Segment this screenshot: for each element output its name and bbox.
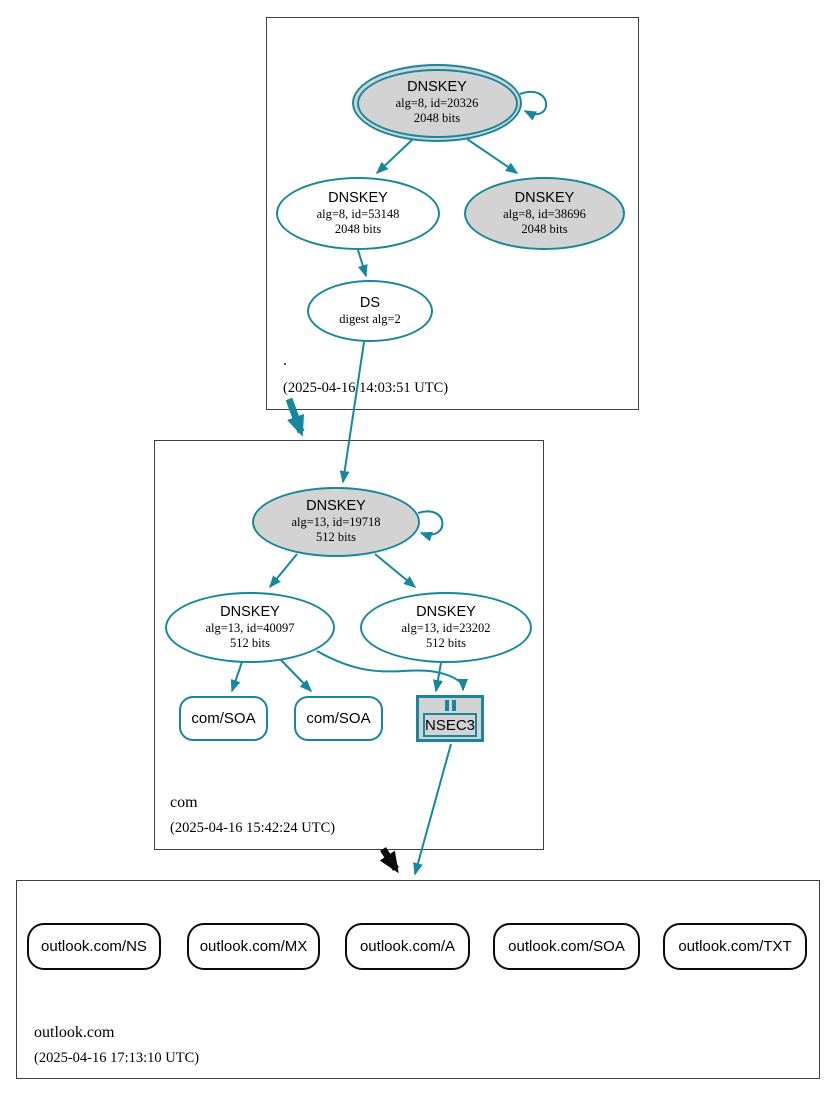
outlook-zone-box xyxy=(16,880,820,1079)
nsec3-label: NSEC3 xyxy=(422,713,478,737)
outlook-txt-node[interactable]: outlook.com/TXT xyxy=(663,923,807,970)
node-title: DNSKEY xyxy=(220,603,280,620)
node-detail: 2048 bits xyxy=(334,221,382,236)
rrset-label: outlook.com/A xyxy=(359,938,456,955)
nsec3-header-row xyxy=(444,700,456,711)
root-zone-label: . xyxy=(283,352,287,369)
rrset-label: outlook.com/SOA xyxy=(508,938,625,955)
outlook-mx-node[interactable]: outlook.com/MX xyxy=(187,923,320,970)
com-dnskey-40097-node[interactable]: DNSKEY alg=13, id=40097 512 bits xyxy=(165,592,335,663)
root-dnskey-20326-node[interactable]: DNSKEY alg=8, id=20326 2048 bits xyxy=(352,64,522,142)
nsec3-header-cell xyxy=(451,700,456,711)
node-detail: alg=13, id=23202 xyxy=(401,620,491,635)
com-soa-node-1[interactable]: com/SOA xyxy=(179,696,268,741)
com-soa-node-2[interactable]: com/SOA xyxy=(294,696,383,741)
node-title: DNSKEY xyxy=(407,79,467,96)
rrset-label: com/SOA xyxy=(191,710,256,727)
node-detail: 512 bits xyxy=(230,635,270,650)
com-dnskey-23202-node[interactable]: DNSKEY alg=13, id=23202 512 bits xyxy=(360,592,532,663)
node-detail: alg=8, id=20326 xyxy=(395,96,479,111)
com-zone-timestamp: (2025-04-16 15:42:24 UTC) xyxy=(170,820,336,836)
node-title: DNSKEY xyxy=(306,498,366,515)
root-dnskey-38696-node[interactable]: DNSKEY alg=8, id=38696 2048 bits xyxy=(464,177,625,250)
rrset-label: outlook.com/TXT xyxy=(678,938,792,955)
outlook-soa-node[interactable]: outlook.com/SOA xyxy=(493,923,640,970)
root-dnskey-53148-node[interactable]: DNSKEY alg=8, id=53148 2048 bits xyxy=(276,177,440,250)
outlook-ns-node[interactable]: outlook.com/NS xyxy=(27,923,161,970)
rrset-label: outlook.com/MX xyxy=(199,938,308,955)
outlook-zone-timestamp: (2025-04-16 17:13:10 UTC) xyxy=(34,1050,200,1066)
root-zone-timestamp: (2025-04-16 14:03:51 UTC) xyxy=(283,380,449,396)
root-zone-box xyxy=(266,17,639,410)
node-detail: alg=8, id=53148 xyxy=(316,206,400,221)
node-title: DNSKEY xyxy=(328,189,388,206)
rrset-label: com/SOA xyxy=(306,710,371,727)
node-detail: alg=13, id=40097 xyxy=(205,620,295,635)
node-detail: 512 bits xyxy=(316,530,356,545)
outlook-zone-label: outlook.com xyxy=(34,1024,115,1041)
node-detail: alg=8, id=38696 xyxy=(503,206,586,221)
root-ds-node[interactable]: DS digest alg=2 xyxy=(307,280,433,342)
node-title: DS xyxy=(359,295,381,312)
node-detail: 512 bits xyxy=(426,635,466,650)
nsec3-header-cell xyxy=(444,700,449,711)
node-title: DNSKEY xyxy=(416,603,476,620)
com-nsec3-node[interactable]: NSEC3 xyxy=(416,695,484,742)
edge-com-to-outlook-delegation xyxy=(379,847,399,874)
com-zone-label: com xyxy=(170,794,198,811)
com-dnskey-19718-node[interactable]: DNSKEY alg=13, id=19718 512 bits xyxy=(252,487,420,557)
node-title: DNSKEY xyxy=(514,189,575,206)
node-detail: alg=13, id=19718 xyxy=(291,515,381,530)
node-detail: 2048 bits xyxy=(521,221,568,236)
node-detail: 2048 bits xyxy=(413,111,461,126)
rrset-label: outlook.com/NS xyxy=(41,938,147,955)
node-detail: digest alg=2 xyxy=(339,311,401,326)
outlook-a-node[interactable]: outlook.com/A xyxy=(345,923,470,970)
